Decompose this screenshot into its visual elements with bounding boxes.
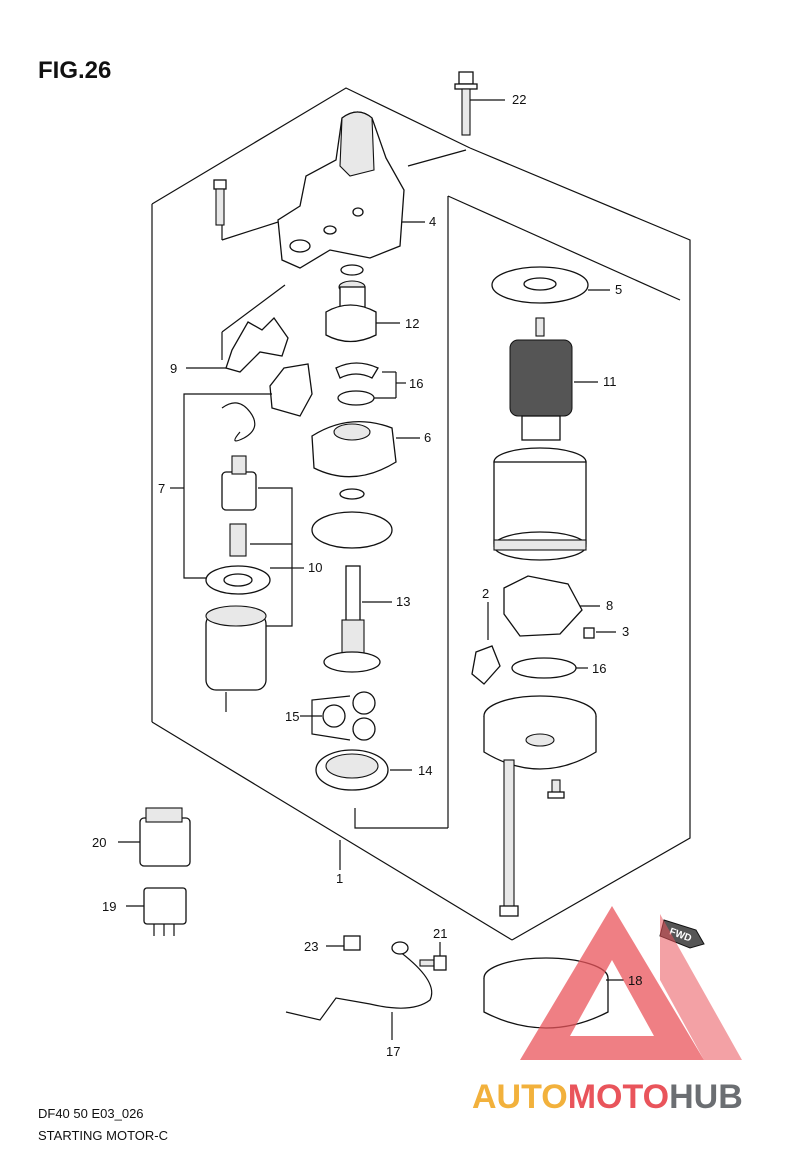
through-bolt-part-1 [499,759,519,917]
plate-part-5 [491,266,610,304]
watermark-logo [520,906,742,1060]
callout-10: 10 [308,560,322,575]
callout-6: 6 [424,430,431,445]
relay-part-19 [126,887,187,936]
callout-21: 21 [433,926,447,941]
assembly-outline [151,87,691,941]
bolt-part-22 [454,71,505,136]
callout-2: 2 [482,586,489,601]
callout-23: 23 [304,939,318,954]
callout-15: 15 [285,709,299,724]
yoke [493,447,587,561]
screw-rear [547,779,565,799]
gears-part-15 [300,691,376,741]
figure-subtitle: STARTING MOTOR-C [38,1128,168,1143]
figure-code: DF40 50 E03_026 [38,1106,144,1121]
solenoid-group [170,363,313,712]
rear-cover [483,695,597,770]
callout-13: 13 [396,594,410,609]
callout-16-lower: 16 [592,661,606,676]
figure-title: FIG.26 [38,57,111,84]
callout-7: 7 [158,481,165,496]
pinion-part-12 [325,280,400,343]
clip-part-16-upper [335,362,406,406]
callout-18: 18 [628,973,642,988]
callout-1: 1 [336,871,343,886]
cap-part-23 [326,935,361,951]
callout-22: 22 [512,92,526,107]
brush-holder-part-8 [503,575,600,637]
callout-3: 3 [622,624,629,639]
nut-part-3 [583,627,616,639]
callout-9: 9 [170,361,177,376]
ring-gear-part-14 [315,749,412,791]
bolt-housing [213,179,227,226]
cover-part-6 [311,420,420,478]
housing-part-4 [277,111,425,269]
screw-part-21 [419,942,447,971]
callout-19: 19 [102,899,116,914]
callout-12: 12 [405,316,419,331]
callout-16-upper: 16 [409,376,423,391]
callout-8: 8 [606,598,613,613]
washer-mid [339,488,365,500]
watermark-text: AUTOMOTOHUB [472,1078,743,1116]
bracket-part-17 [285,941,433,1040]
lever-part-9 [186,316,289,373]
relay-part-20 [118,807,191,867]
washer-small [340,264,364,276]
plate-part-16-lower [511,657,588,679]
shaft-part-13 [323,565,392,673]
callout-5: 5 [615,282,622,297]
callout-20: 20 [92,835,106,850]
gasket-ring [311,511,393,549]
callout-14: 14 [418,763,432,778]
callout-11: 11 [603,374,617,389]
callout-4: 4 [429,214,436,229]
callout-17: 17 [386,1044,400,1059]
lead-part-2 [471,602,501,685]
armature-part-11 [509,317,598,441]
